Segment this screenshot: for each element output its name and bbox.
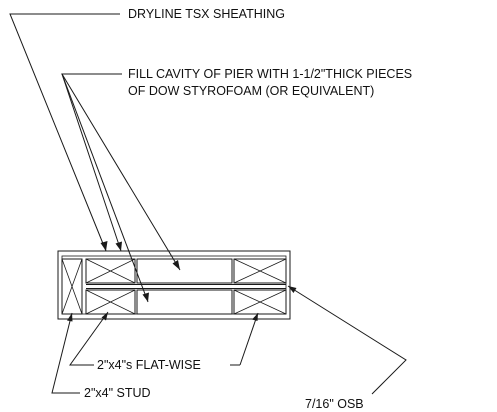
arrowhead-osb xyxy=(288,286,297,293)
leader-osb xyxy=(287,285,407,395)
label-osb: 7/16" OSB xyxy=(305,397,364,411)
leader-lines xyxy=(9,13,407,395)
leader-fill-cavity-c xyxy=(61,73,122,252)
arrowhead-flatwise-left xyxy=(101,312,108,321)
label-flatwise: 2"x4"s FLAT-WISE xyxy=(97,358,201,372)
label-stud: 2"x4" STUD xyxy=(84,386,151,400)
leader-fill-cavity-b xyxy=(61,73,149,303)
styrofoam-fill-upper xyxy=(136,258,233,284)
leader-fill-cavity xyxy=(61,73,181,271)
label-fill-cavity-line2: OF DOW STYROFOAM (OR EQUIVALENT) xyxy=(128,84,374,98)
leader-sheathing xyxy=(9,13,120,252)
stud-2x4-left xyxy=(61,258,83,315)
arrowhead-fill-cavity-upper xyxy=(172,260,180,270)
label-sheathing: DRYLINE TSX SHEATHING xyxy=(128,7,285,21)
arrowhead-fill-cavity-lower xyxy=(142,292,149,302)
label-fill-cavity-line1: FILL CAVITY OF PIER WITH 1-1/2"THICK PIE… xyxy=(128,67,412,81)
styrofoam-fill-lower xyxy=(136,289,233,315)
leader-flatwise xyxy=(69,311,109,366)
osb-sheathing-outline xyxy=(57,250,291,320)
flatwise-2x4-lower-left xyxy=(85,289,136,315)
pier-cross-section xyxy=(57,250,291,320)
leader-flatwise-right xyxy=(239,312,259,366)
flatwise-2x4-lower-right xyxy=(233,289,287,315)
flatwise-2x4-upper-left xyxy=(85,258,136,284)
arrowhead-flatwise-right xyxy=(252,313,258,321)
arrowhead-sheathing xyxy=(100,241,108,251)
arrowhead-fill-cavity-c xyxy=(115,241,122,251)
leader-stud xyxy=(51,312,80,394)
flatwise-2x4-upper-right xyxy=(233,258,287,284)
annotation-labels: DRYLINE TSX SHEATHING FILL CAVITY OF PIE… xyxy=(84,7,412,411)
arrowhead-stud xyxy=(67,313,73,322)
